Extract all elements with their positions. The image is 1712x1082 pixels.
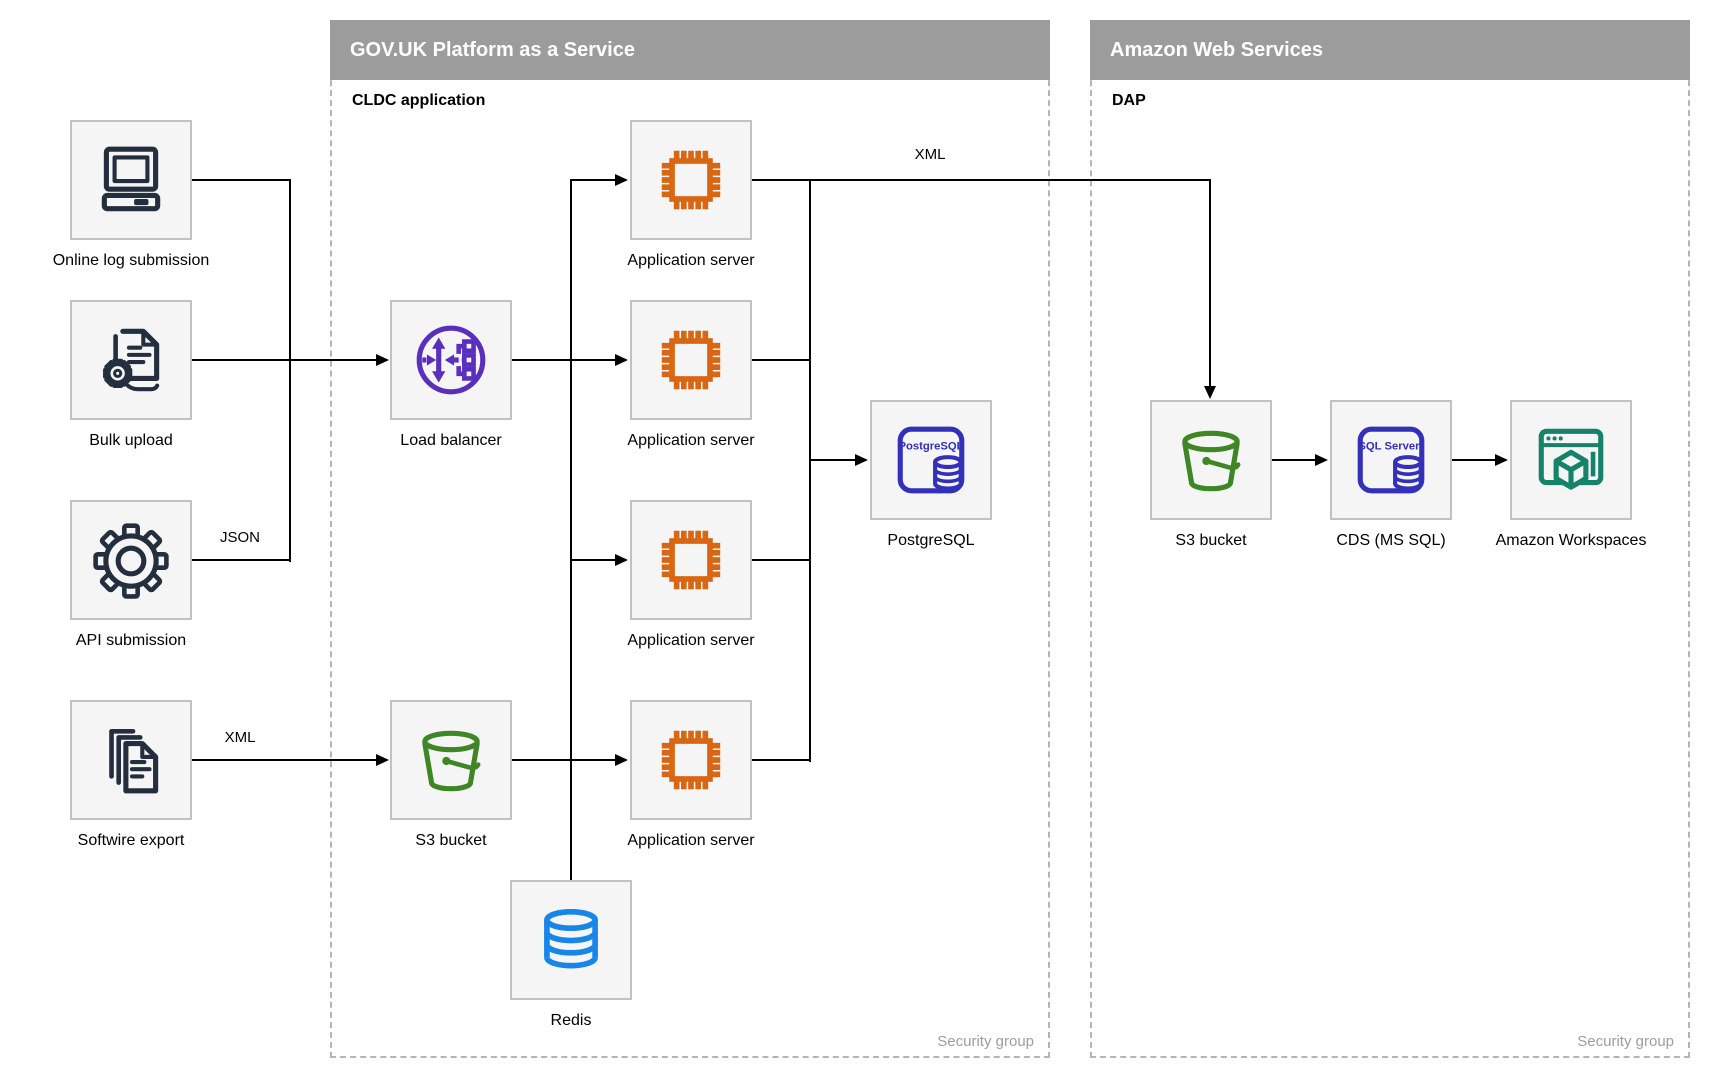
node-s3-bucket-aws[interactable]: S3 bucket	[1150, 400, 1272, 549]
edge-left-bus	[289, 179, 291, 562]
node-label: Redis	[550, 1012, 592, 1029]
container-sublabel-cldc: CLDC application	[352, 92, 486, 109]
arrowhead-into-s3paas	[376, 754, 389, 766]
chip-icon	[630, 120, 752, 240]
edge-appserver4-out	[752, 759, 810, 761]
arrowhead-into-loadbalancer	[376, 354, 389, 366]
node-online-log-submission[interactable]: Online log submission	[53, 120, 209, 269]
node-load-balancer[interactable]: Load balancer	[390, 300, 512, 449]
edge-label-xml-softwire: XML	[224, 729, 256, 746]
node-s3-bucket-paas[interactable]: S3 bucket	[390, 700, 512, 849]
desktop-computer-icon	[70, 120, 192, 240]
node-label: Application server	[627, 252, 755, 269]
container-sublabel-dap: DAP	[1112, 92, 1146, 109]
documents-stack-icon	[70, 700, 192, 820]
node-label: S3 bucket	[1175, 532, 1247, 549]
node-redis[interactable]: Redis	[510, 880, 632, 1029]
edge-loadbalancer-to-appserver2	[512, 359, 616, 361]
arrowhead-into-workspaces	[1495, 454, 1508, 466]
node-label: PostgreSQL	[887, 532, 975, 549]
node-amazon-workspaces[interactable]: Amazon Workspaces	[1496, 400, 1646, 549]
edge-label-xml-to-dap: XML	[914, 146, 946, 163]
s3-bucket-icon	[390, 700, 512, 820]
node-label: Application server	[627, 832, 755, 849]
load-balancer-icon	[390, 300, 512, 420]
arrowhead-into-cds	[1315, 454, 1328, 466]
redis-database-icon	[510, 880, 632, 1000]
container-title: Amazon Web Services	[1110, 39, 1324, 61]
edge-xml-down-to-s3aws	[1209, 179, 1211, 387]
chip-icon	[630, 300, 752, 420]
arrowhead-into-appserver3	[615, 554, 628, 566]
node-label: Application server	[627, 632, 755, 649]
edge-s3-to-appserver4	[512, 759, 616, 761]
container-govuk-paas: GOV.UK Platform as a Service CLDC applic…	[330, 20, 1050, 1058]
edge-mid-bus-to-redis	[570, 179, 572, 881]
edge-cds-to-workspaces	[1452, 459, 1496, 461]
edge-online-to-bus	[192, 179, 291, 181]
node-application-server-3[interactable]: Application server	[627, 500, 755, 649]
container-header-aws: Amazon Web Services	[1090, 20, 1690, 80]
node-label: CDS (MS SQL)	[1336, 532, 1446, 549]
node-label: S3 bucket	[415, 832, 487, 849]
node-label: Application server	[627, 432, 755, 449]
arrowhead-into-appserver4	[615, 754, 628, 766]
node-softwire-export[interactable]: Softwire export	[70, 700, 192, 849]
node-label: Online log submission	[52, 252, 210, 269]
edge-right-collector	[809, 179, 811, 762]
arrowhead-into-appserver2	[615, 354, 628, 366]
node-cds-mssql[interactable]: SQL Server CDS (MS SQL)	[1330, 400, 1452, 549]
node-label: Amazon Workspaces	[1495, 532, 1647, 549]
node-application-server-4[interactable]: Application server	[627, 700, 755, 849]
gear-icon	[70, 500, 192, 620]
s3-bucket-icon	[1150, 400, 1272, 520]
edge-bus-to-appserver1	[571, 179, 616, 181]
node-application-server-2[interactable]: Application server	[627, 300, 755, 449]
edge-s3aws-to-cds	[1272, 459, 1316, 461]
node-label: Bulk upload	[89, 432, 173, 449]
edge-label-json: JSON	[219, 529, 260, 546]
container-aws: Amazon Web Services DAP Security group	[1090, 20, 1690, 1058]
security-group-label-paas: Security group	[937, 1033, 1034, 1050]
edge-api-to-bus	[192, 559, 291, 561]
security-group-label-aws: Security group	[1577, 1033, 1674, 1050]
edge-softwire-to-s3	[192, 759, 377, 761]
node-label: Load balancer	[400, 432, 502, 449]
node-application-server-1[interactable]: Application server	[627, 120, 755, 269]
arrowhead-into-postgresql	[855, 454, 868, 466]
edge-bulk-to-loadbalancer	[192, 359, 377, 361]
node-bulk-upload[interactable]: Bulk upload	[70, 300, 192, 449]
edge-collector-to-postgresql	[809, 459, 856, 461]
edge-appserver3-out	[752, 559, 810, 561]
document-gear-icon	[70, 300, 192, 420]
node-label: Softwire export	[77, 832, 185, 849]
postgresql-database-icon: PostgreSQL	[870, 400, 992, 520]
container-title: GOV.UK Platform as a Service	[350, 39, 635, 61]
arrowhead-into-s3aws	[1204, 386, 1216, 399]
container-header-paas: GOV.UK Platform as a Service	[330, 20, 1050, 80]
node-postgresql[interactable]: PostgreSQL PostgreSQL	[870, 400, 992, 549]
chip-icon	[630, 500, 752, 620]
workspaces-icon	[1510, 400, 1632, 520]
node-api-submission[interactable]: API submission	[70, 500, 192, 649]
sql-server-database-icon: SQL Server	[1330, 400, 1452, 520]
sql-server-icon-text: SQL Server	[1358, 441, 1420, 453]
edge-bus-to-appserver3	[571, 559, 616, 561]
edge-appserver2-out	[752, 359, 810, 361]
chip-icon	[630, 700, 752, 820]
edge-appserver1-to-dap-xml	[752, 179, 1210, 181]
node-label: API submission	[75, 632, 187, 649]
postgresql-icon-text: PostgreSQL	[898, 441, 963, 453]
arrowhead-into-appserver1	[615, 174, 628, 186]
